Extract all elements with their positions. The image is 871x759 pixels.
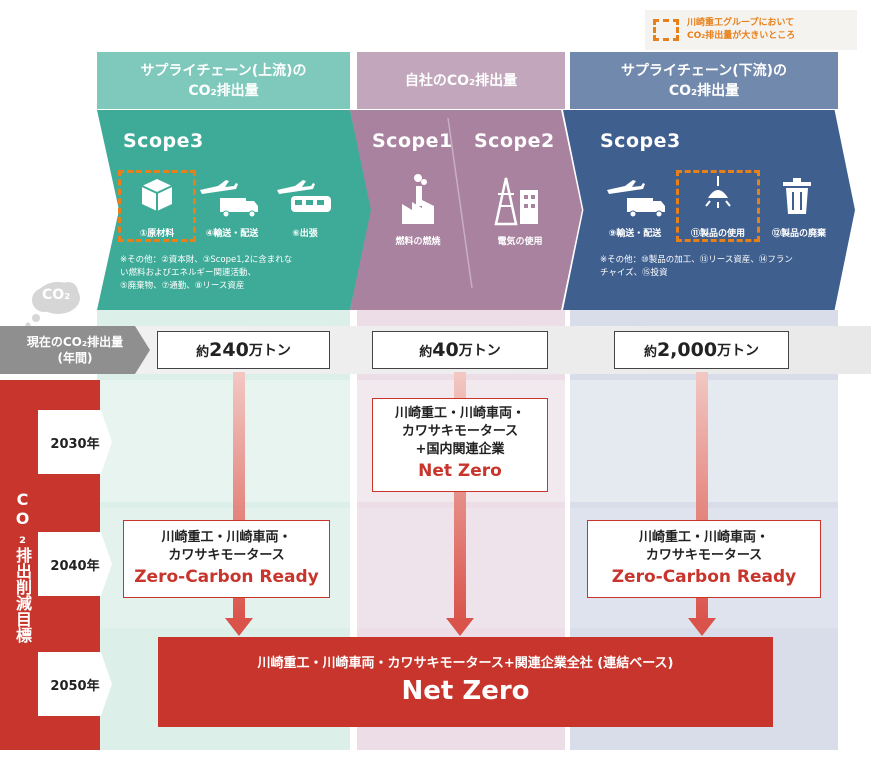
target-2030-companies: 川崎重工・川崎車両・ カワサキモータース +国内関連企業 [394,406,525,457]
own-scope-panel [350,110,582,310]
upstream-target-2040-box: 川崎重工・川崎車両・ カワサキモータース Zero-Carbon Ready [123,520,330,598]
plane-truck-icon-downstream [607,180,665,218]
downstream-scope-title: Scope3 [600,130,681,152]
year-2040: 2040年 [38,532,112,596]
own-arrow-head [446,618,474,636]
target-2050-box: 川崎重工・川崎車両・カワサキモータース+関連企業全社 (連結ベース) Net Z… [158,637,773,727]
year-2030: 2030年 [38,410,112,474]
product-disposal-label: ⑫製品の廃棄 [771,229,826,239]
upstream-target-2040-goal: Zero-Carbon Ready [134,567,319,587]
downstream-arrow-head [688,618,716,636]
upstream-current-value: 約 240 万トン [157,331,330,369]
fuel-combustion-label: 燃料の燃焼 [395,237,441,247]
plane-truck-icon [200,180,258,218]
downstream-target-2040-box: 川崎重工・川崎車両・ カワサキモータース Zero-Carbon Ready [587,520,821,598]
downstream-target-2040-goal: Zero-Carbon Ready [611,567,797,587]
target-2050-goal: Net Zero [401,676,530,706]
upstream-note: ※その他：②資本財、③Scope1,2に含まれな い燃料およびエネルギー関連活動… [120,255,293,291]
scope1-scope2-divider [447,118,473,288]
co2-cloud-icon [25,282,80,328]
upstream-target-2040-companies: 川崎重工・川崎車両・ カワサキモータース [161,530,292,563]
upstream-scope-title: Scope3 [123,130,204,152]
current-emissions-label: 現在のCO₂排出量 (年間) [0,326,150,374]
legend-text: 川崎重工グループにおいて CO₂排出量が大きいところ [687,18,796,41]
upstream-header: サプライチェーン(上流)の CO₂排出量 [97,52,350,109]
downstream-current-value: 約 2,000 万トン [614,331,789,369]
box-icon [141,179,173,211]
scope1-title: Scope1 [372,130,453,152]
downstream-header: サプライチェーン(下流)の CO₂排出量 [570,52,838,109]
electricity-use-label: 電気の使用 [497,237,543,247]
power-building-icon [494,177,538,226]
own-header: 自社のCO₂排出量 [357,52,565,109]
product-use-highlight [676,170,760,242]
target-2030-goal: Net Zero [418,461,502,481]
scope2-title: Scope2 [474,130,555,152]
downstream-note: ※その他：⑩製品の加工、⑬リース資産、⑭フラン チャイズ、⑮投資 [600,255,793,278]
downstream-scope-panel [563,110,855,310]
co2-cloud-label: CO₂ [42,287,71,303]
product-use-label: ⑪製品の使用 [690,229,745,239]
downstream-transport-label: ⑨輸送・配送 [608,229,662,239]
plane-train-icon [277,180,331,212]
year-2050: 2050年 [38,652,112,716]
business-trip-label: ⑥出張 [292,229,318,239]
lamp-icon [705,176,731,208]
raw-material-label: ①原材料 [139,229,175,239]
upstream-arrow-head [225,618,253,636]
own-current-value: 約 40 万トン [372,331,548,369]
downstream-target-2040-companies: 川崎重工・川崎車両・ カワサキモータース [638,530,769,563]
target-2050-companies: 川崎重工・川崎車両・カワサキモータース+関連企業全社 (連結ベース) [257,656,674,671]
targets-label: CO₂排出削減目標 [13,490,32,643]
target-2030-box: 川崎重工・川崎車両・ カワサキモータース +国内関連企業 Net Zero [372,398,548,492]
highlight-legend-swatch [653,19,679,41]
legend: 川崎重工グループにおいて CO₂排出量が大きいところ [645,10,857,50]
factory-icon [402,174,434,224]
trash-icon [783,178,811,214]
raw-material-highlight [118,170,196,242]
transport-label: ④輸送・配送 [205,229,259,239]
